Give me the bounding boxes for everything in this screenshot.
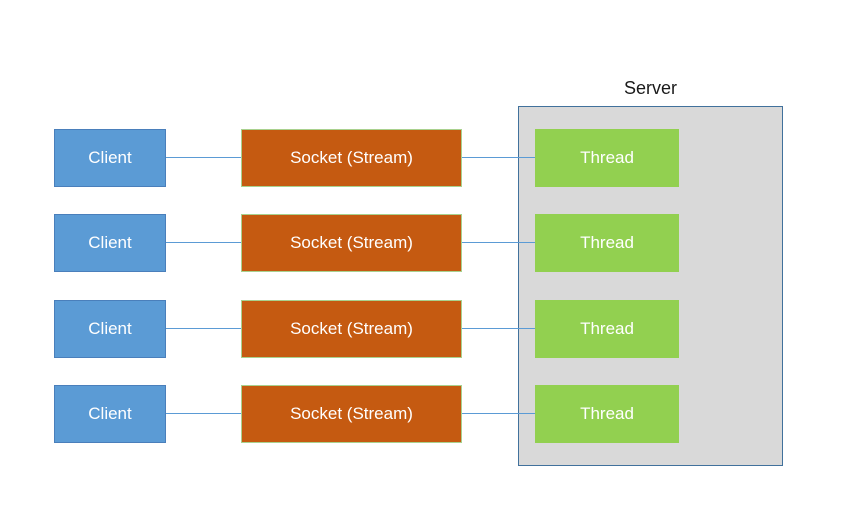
thread-node: Thread xyxy=(535,214,679,272)
diagram-row: Client Socket (Stream) Thread xyxy=(0,300,854,358)
socket-node: Socket (Stream) xyxy=(241,214,462,272)
client-socket-connector xyxy=(166,328,242,330)
socket-node: Socket (Stream) xyxy=(241,129,462,187)
socket-thread-connector xyxy=(461,157,536,159)
thread-node: Thread xyxy=(535,385,679,443)
socket-node: Socket (Stream) xyxy=(241,300,462,358)
client-socket-connector xyxy=(166,242,242,244)
socket-thread-connector xyxy=(461,242,536,244)
thread-node: Thread xyxy=(535,300,679,358)
socket-thread-connector xyxy=(461,413,536,415)
client-socket-connector xyxy=(166,157,242,159)
socket-thread-connector xyxy=(461,328,536,330)
socket-node: Socket (Stream) xyxy=(241,385,462,443)
client-node: Client xyxy=(54,385,166,443)
client-node: Client xyxy=(54,300,166,358)
client-socket-connector xyxy=(166,413,242,415)
diagram-row: Client Socket (Stream) Thread xyxy=(0,385,854,443)
diagram-row: Client Socket (Stream) Thread xyxy=(0,214,854,272)
thread-node: Thread xyxy=(535,129,679,187)
server-label: Server xyxy=(623,77,677,98)
diagram-row: Client Socket (Stream) Thread xyxy=(0,129,854,187)
client-node: Client xyxy=(54,214,166,272)
client-node: Client xyxy=(54,129,166,187)
